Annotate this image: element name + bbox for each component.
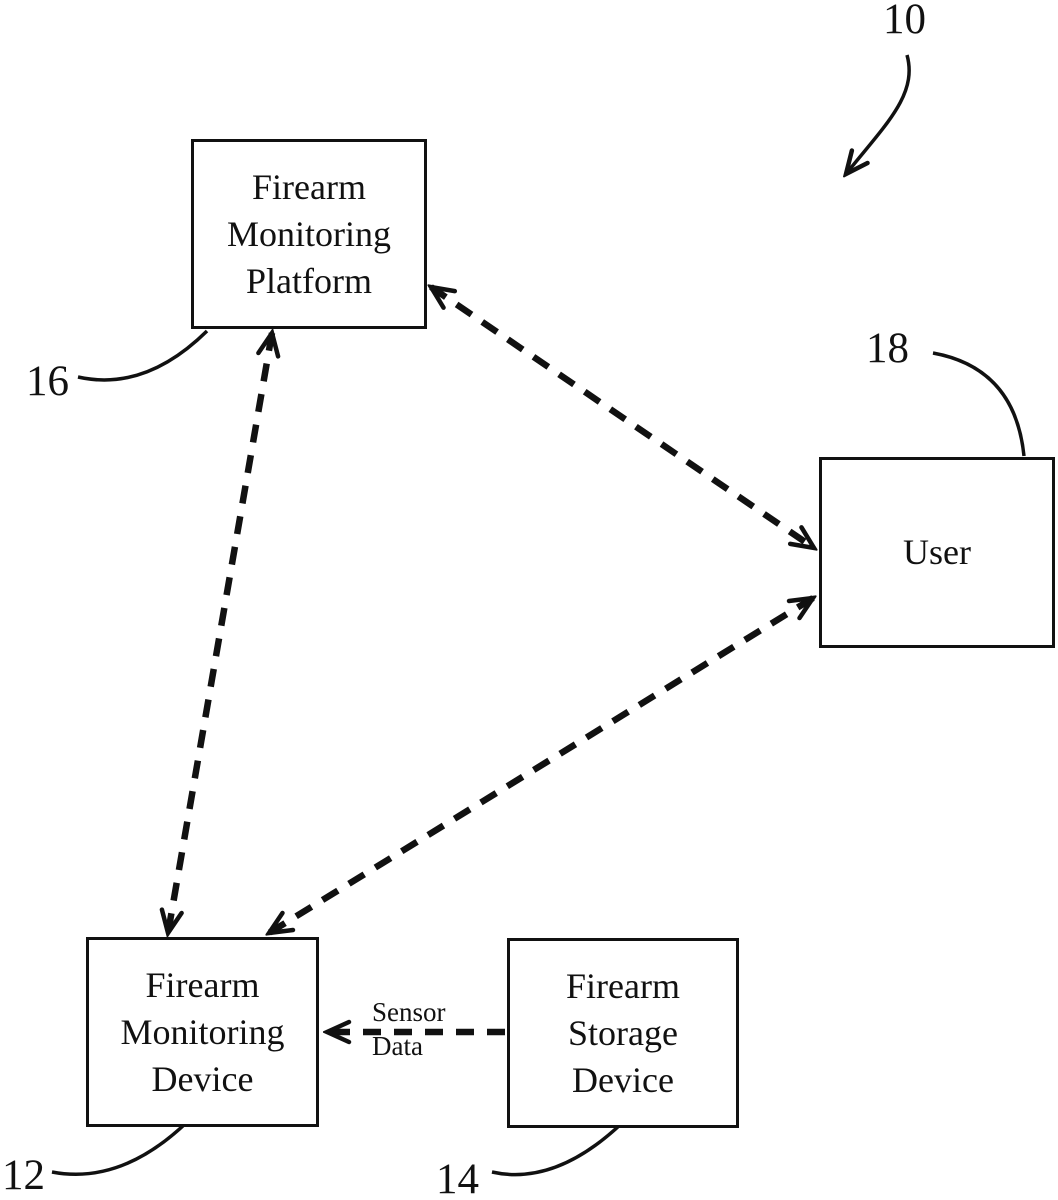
connector-platform-device <box>168 333 272 933</box>
connector-device-user <box>269 598 813 933</box>
leader-16 <box>77 329 209 382</box>
edge-label-data: Data <box>372 1031 423 1061</box>
node-firearm-monitoring-platform: Firearm Monitoring Platform <box>191 139 427 329</box>
ref-numeral-user-18: 18 <box>866 325 909 372</box>
node-user: User <box>819 457 1055 648</box>
edge-label-sensor: Sensor <box>372 997 446 1027</box>
leader-14 <box>491 1122 623 1177</box>
node-label-storage: Firearm Storage Device <box>566 965 680 1100</box>
ref-numeral-device-12: 12 <box>2 1152 45 1199</box>
ref-numeral-storage-14: 14 <box>436 1156 479 1200</box>
leader-12 <box>51 1122 187 1176</box>
node-label-user: User <box>903 532 971 572</box>
ref-numeral-platform-16: 16 <box>26 358 69 405</box>
leader-arrow-10 <box>846 54 911 174</box>
node-label-platform: Firearm Monitoring Platform <box>226 166 391 301</box>
node-firearm-monitoring-device: Firearm Monitoring Device <box>86 937 319 1127</box>
node-label-device: Firearm Monitoring Device <box>120 964 285 1099</box>
leader-18 <box>932 351 1026 457</box>
node-firearm-storage-device: Firearm Storage Device <box>507 938 739 1128</box>
connector-platform-user <box>431 287 814 548</box>
ref-numeral-system-10: 10 <box>883 0 926 43</box>
